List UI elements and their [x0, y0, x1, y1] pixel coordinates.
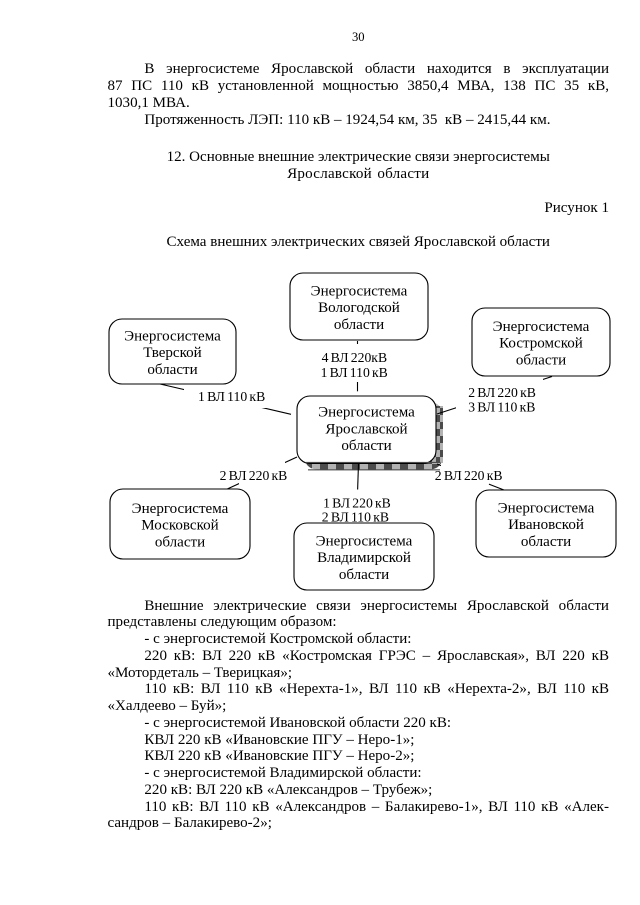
svg-text:4 ВЛ 220кВ: 4 ВЛ 220кВ — [322, 350, 388, 365]
svg-text:1 ВЛ 110 кВ: 1 ВЛ 110 кВ — [198, 389, 265, 404]
svg-text:2 ВЛ 220 кВ: 2 ВЛ 220 кВ — [220, 468, 288, 483]
svg-text:3 ВЛ 110 кВ: 3 ВЛ 110 кВ — [468, 400, 535, 415]
svg-text:2 ВЛ 110 кВ: 2 ВЛ 110 кВ — [322, 510, 389, 525]
svg-text:1 ВЛ 110 кВ: 1 ВЛ 110 кВ — [321, 365, 388, 380]
svg-text:1 ВЛ 220 кВ: 1 ВЛ 220 кВ — [323, 495, 391, 510]
svg-text:2 ВЛ 220 кВ: 2 ВЛ 220 кВ — [468, 385, 536, 400]
svg-text:2 ВЛ 220 кВ: 2 ВЛ 220 кВ — [435, 468, 503, 483]
